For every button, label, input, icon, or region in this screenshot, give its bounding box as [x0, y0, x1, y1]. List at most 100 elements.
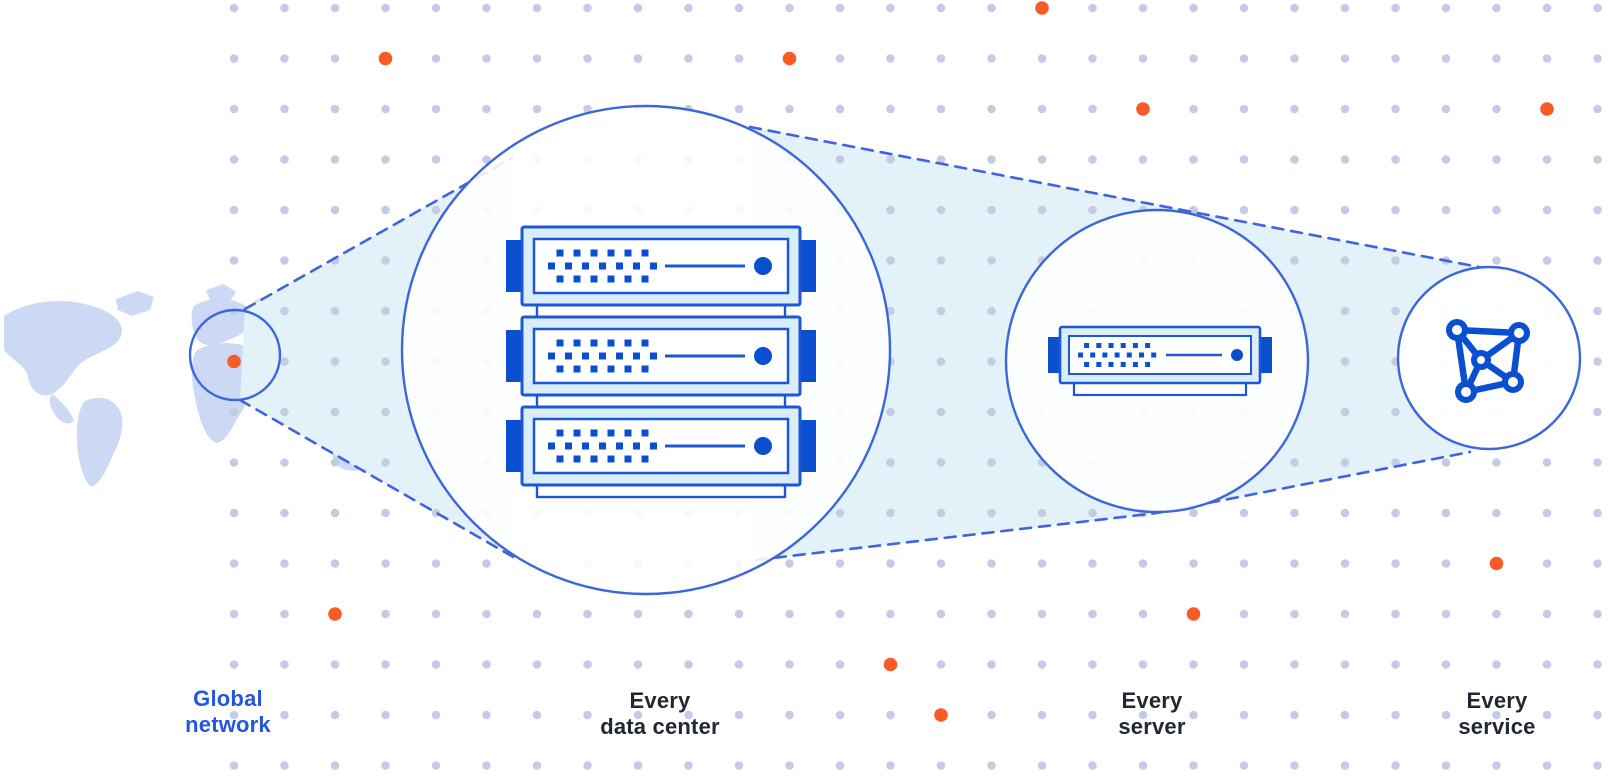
vent-dot	[1126, 352, 1132, 358]
grid-dot	[583, 660, 592, 669]
grid-dot	[987, 660, 996, 669]
vent-dot	[548, 352, 555, 360]
grid-dot	[1593, 407, 1602, 417]
grid-dot	[1037, 508, 1047, 518]
grid-dot	[280, 155, 289, 164]
grid-dot	[1088, 155, 1097, 164]
grid-dot	[835, 609, 845, 619]
grid-dot	[987, 458, 996, 467]
vent-dot	[650, 262, 657, 270]
grid-dot	[1492, 104, 1501, 114]
grid-dot	[1290, 710, 1299, 720]
grid-dot	[381, 559, 390, 568]
grid-dot	[583, 104, 592, 114]
vent-dot	[1090, 352, 1096, 358]
status-led	[754, 257, 772, 275]
vent-dot	[556, 249, 564, 257]
vent-dot	[641, 249, 649, 257]
vent-dot	[565, 262, 572, 270]
grid-dot	[1138, 761, 1148, 770]
grid-dot	[1290, 458, 1299, 467]
grid-dot	[280, 205, 289, 215]
grid-dot	[936, 609, 946, 619]
grid-dot	[1340, 155, 1350, 164]
grid-dot	[1290, 3, 1299, 13]
grid-dot	[431, 559, 441, 568]
grid-dot	[583, 3, 592, 13]
vent-dot	[624, 365, 632, 373]
vent-dot	[616, 352, 623, 360]
grid-dot	[330, 710, 340, 720]
grid-dot	[381, 458, 390, 467]
grid-dot	[1542, 205, 1552, 215]
grid-dot	[381, 357, 390, 366]
grid-dot	[1593, 54, 1602, 63]
grid-dot	[1391, 609, 1400, 619]
grid-dot	[734, 660, 744, 669]
label-line: server	[1118, 714, 1186, 739]
grid-dot	[482, 761, 491, 770]
stage-label-every-server: Every server	[1118, 688, 1185, 740]
grid-dot	[431, 710, 441, 720]
stage-label-every-service: Every service	[1458, 688, 1535, 740]
vent-dot	[607, 365, 615, 373]
grid-dot	[936, 761, 946, 770]
grid-dot	[886, 407, 895, 417]
vent-dot	[624, 339, 632, 347]
grid-dot	[280, 407, 289, 417]
grid-dot	[1542, 508, 1552, 518]
grid-dot	[987, 306, 996, 316]
grid-dot	[1340, 205, 1350, 215]
grid-dot	[229, 407, 239, 417]
grid-dot	[280, 710, 289, 720]
grid-dot	[431, 155, 441, 164]
grid-dot	[1088, 559, 1097, 568]
vent-dot	[607, 275, 615, 283]
vent-dot	[1084, 362, 1090, 367]
grid-dot	[1189, 710, 1198, 720]
grid-dot	[1290, 559, 1299, 568]
accent-dot	[378, 51, 393, 66]
grid-dot	[1492, 458, 1501, 467]
grid-dot	[1088, 3, 1097, 13]
grid-dot	[1593, 357, 1602, 366]
vent-dot	[1084, 343, 1090, 348]
grid-dot	[381, 205, 390, 215]
grid-dot	[330, 559, 340, 568]
grid-dot	[987, 609, 996, 619]
continent-shape	[116, 291, 154, 316]
grid-dot	[1593, 609, 1602, 619]
grid-dot	[1593, 761, 1602, 770]
grid-dot	[684, 609, 693, 619]
grid-dot	[1290, 155, 1299, 164]
grid-dot	[280, 508, 289, 518]
grid-dot	[431, 205, 441, 215]
vent-dot	[573, 429, 581, 437]
grid-dot	[532, 660, 542, 669]
label-line: Every	[629, 688, 691, 713]
grid-dot	[734, 54, 744, 63]
grid-dot	[684, 3, 693, 13]
grid-dot	[280, 660, 289, 669]
vent-dot	[607, 429, 615, 437]
vent-dot	[556, 429, 564, 437]
vent-dot	[641, 429, 649, 437]
grid-dot	[229, 761, 239, 770]
grid-dot	[1189, 155, 1198, 164]
grid-dot	[482, 710, 491, 720]
grid-dot	[381, 660, 390, 669]
grid-dot	[1593, 306, 1602, 316]
vent-dot	[1096, 343, 1102, 348]
grid-dot	[1088, 205, 1097, 215]
grid-dot	[835, 710, 845, 720]
label-line: service	[1458, 714, 1536, 739]
grid-dot	[330, 407, 340, 417]
grid-dot	[886, 559, 895, 568]
accent-dot	[227, 354, 241, 369]
grid-dot	[987, 508, 996, 518]
label-line: Global	[193, 686, 263, 711]
grid-dot	[280, 357, 289, 366]
grid-dot	[1340, 407, 1350, 417]
grid-dot	[785, 660, 794, 669]
grid-dot	[633, 3, 643, 13]
